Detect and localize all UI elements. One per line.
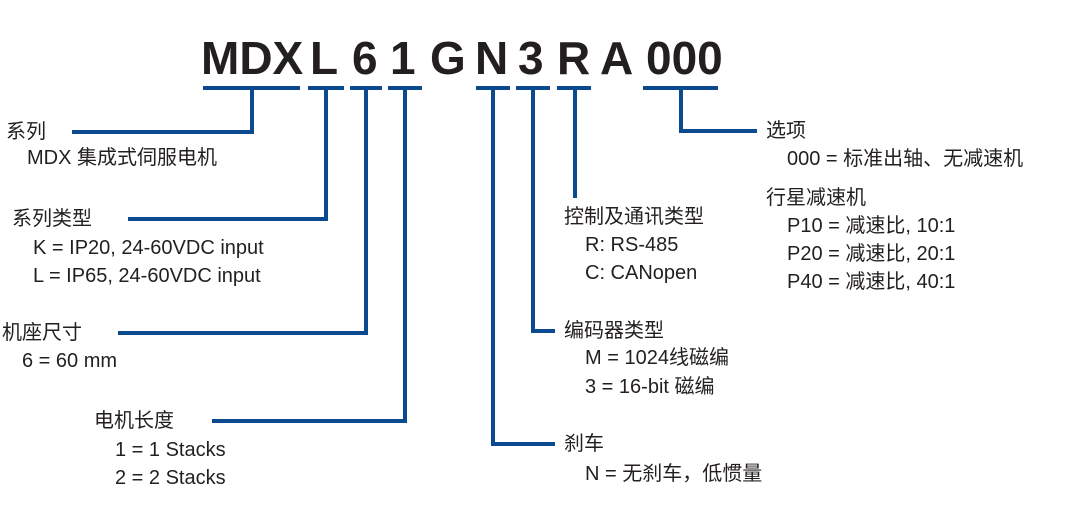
code-stacks: 1 [390,32,416,84]
comm-option-c: C: CANopen [585,262,698,284]
connector-series-type [128,88,328,221]
stacks-option-2: 2 = 2 Stacks [115,467,226,489]
code-option: 000 [646,32,723,84]
series-type-option-k: K = IP20, 24-60VDC input [33,237,264,259]
frame-option-6: 6 = 60 mm [22,350,118,372]
series-desc: MDX 集成式伺服电机 [27,147,217,169]
gearbox-option-p40: P40 = 减速比, 40:1 [787,271,956,293]
frame-title: 机座尺寸 [2,322,82,344]
connector-series [72,88,254,134]
encoder-option-3: 3 = 16-bit 磁编 [585,376,715,398]
code-frame: 6 [352,32,378,84]
brake-option-n: N = 无刹车，低惯量 [585,463,763,485]
stacks-option-1: 1 = 1 Stacks [115,439,226,461]
gearbox-option-p10: P10 = 减速比, 10:1 [787,215,956,237]
connector-frame [118,88,368,335]
connector-stacks [212,88,407,423]
connector-option [679,88,757,133]
connector-encoder [531,88,555,333]
gearbox-title: 行星减速机 [766,187,866,209]
code-brake: N [475,32,509,84]
option-000: 000 = 标准出轴、无减速机 [787,148,1024,170]
encoder-option-m: M = 1024线磁编 [585,347,729,369]
code-series: MDX [201,32,304,84]
code-comm: R [557,32,591,84]
code-encoder: 3 [518,32,544,84]
comm-title: 控制及通讯类型 [564,206,704,228]
option-title: 选项 [766,120,806,142]
code-g: G [430,32,466,84]
series-type-option-l: L = IP65, 24-60VDC input [33,265,261,287]
connector-brake [491,88,555,446]
code-series-type: L [310,32,339,84]
code-a: A [600,32,634,84]
series-title: 系列 [6,121,46,143]
encoder-title: 编码器类型 [564,320,664,342]
comm-option-r: R: RS-485 [585,234,679,256]
brake-title: 刹车 [564,433,604,455]
stacks-title: 电机长度 [94,410,174,432]
series-type-title: 系列类型 [12,208,92,230]
gearbox-option-p20: P20 = 减速比, 20:1 [787,243,956,265]
